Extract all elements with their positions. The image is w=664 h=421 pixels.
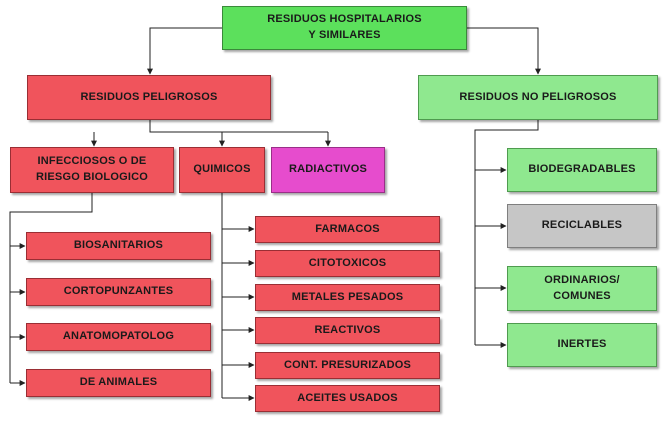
residuos-peligrosos-node: RESIDUOS PELIGROSOS: [27, 75, 271, 120]
infecciosos-label-line1: INFECCIOSOS O DE: [37, 155, 147, 168]
reciclables-node: RECICLABLES: [507, 204, 657, 248]
citotoxicos-label: CITOTOXICOS: [308, 256, 387, 269]
cortopunzantes-node: CORTOPUNZANTES: [26, 278, 211, 306]
residuos-peligrosos-label: RESIDUOS PELIGROSOS: [80, 90, 218, 103]
cortopunzantes-label: CORTOPUNZANTES: [63, 285, 174, 298]
connector-infecciosos-trunk: [9, 193, 93, 383]
ordinarios-label-line1: ORDINARIOS/: [544, 273, 620, 286]
residuos-no-peligrosos-label: RESIDUOS NO PELIGROSOS: [459, 90, 617, 103]
connector-root-peligrosos: [147, 27, 222, 75]
inertes-label: INERTES: [557, 338, 607, 351]
radiactivos-label: RADIACTIVOS: [289, 163, 367, 176]
cont-presurizados-node: CONT. PRESURIZADOS: [255, 352, 440, 379]
aceites-usados-node: ACEITES USADOS: [255, 385, 440, 412]
farmacos-node: FARMACOS: [255, 216, 440, 243]
citotoxicos-node: CITOTOXICOS: [255, 250, 440, 277]
biodegradables-node: BIODEGRADABLES: [507, 148, 657, 192]
connector-no-peligrosos-trunk: [474, 120, 539, 345]
residuos-no-peligrosos-node: RESIDUOS NO PELIGROSOS: [418, 75, 658, 120]
reciclables-label: RECICLABLES: [541, 219, 623, 232]
biosanitarios-label: BIOSANITARIOS: [73, 239, 164, 252]
root-node: RESIDUOS HOSPITALARIOS Y SIMILARES: [222, 6, 467, 50]
aceites-usados-label: ACEITES USADOS: [297, 391, 398, 404]
metales-pesados-label: METALES PESADOS: [291, 290, 404, 303]
biosanitarios-node: BIOSANITARIOS: [26, 232, 211, 260]
infecciosos-node: INFECCIOSOS O DE RIESGO BIOLOGICO: [10, 147, 174, 193]
reactivos-node: REACTIVOS: [255, 317, 440, 344]
farmacos-label: FARMACOS: [315, 222, 380, 235]
ordinarios-label-line2: COMUNES: [553, 289, 611, 302]
infecciosos-label-line2: RIESGO BIOLOGICO: [36, 171, 148, 183]
de-animales-node: DE ANIMALES: [26, 369, 211, 397]
cont-presurizados-label: CONT. PRESURIZADOS: [283, 358, 412, 371]
root-label-line1: RESIDUOS HOSPITALARIOS: [267, 13, 422, 26]
de-animales-label: DE ANIMALES: [79, 376, 158, 389]
connector-root-no-peligrosos: [467, 27, 541, 75]
anatomopatolog-node: ANATOMOPATOLOG: [26, 323, 211, 351]
inertes-node: INERTES: [507, 323, 657, 367]
metales-pesados-node: METALES PESADOS: [255, 284, 440, 311]
biodegradables-label: BIODEGRADABLES: [528, 163, 636, 176]
root-label-line2: Y SIMILARES: [308, 29, 381, 41]
radiactivos-node: RADIACTIVOS: [271, 147, 385, 193]
reactivos-label: REACTIVOS: [314, 323, 381, 336]
connector-peligrosos-split: [149, 120, 328, 133]
anatomopatolog-label: ANATOMOPATOLOG: [62, 330, 175, 343]
quimicos-node: QUIMICOS: [179, 147, 265, 193]
ordinarios-comunes-node: ORDINARIOS/ COMUNES: [507, 266, 657, 311]
quimicos-label: QUIMICOS: [193, 163, 251, 176]
